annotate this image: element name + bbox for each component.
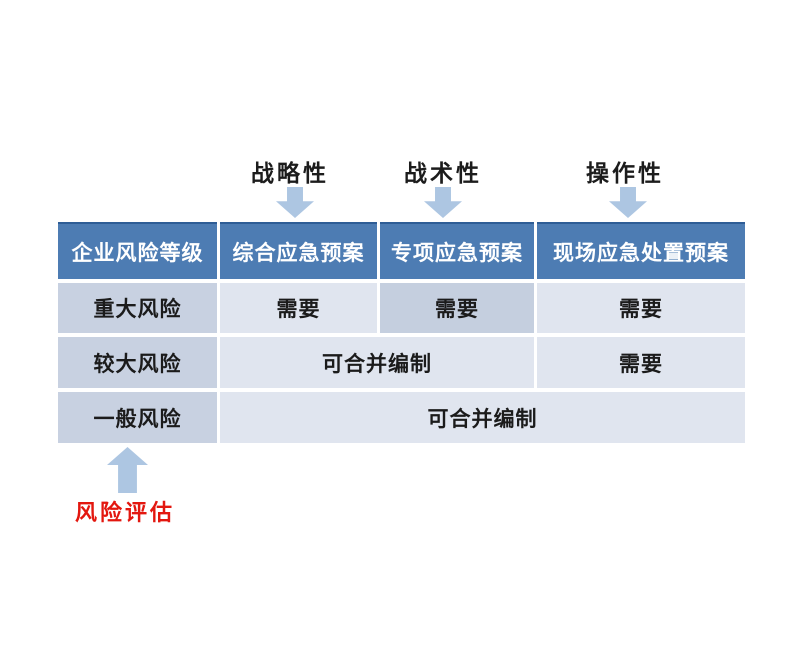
table-cell: 需要 xyxy=(537,337,745,388)
table-cell-merged: 可合并编制 xyxy=(220,337,534,388)
label-tactical: 战术性 xyxy=(404,160,482,187)
table-cell-merged: 可合并编制 xyxy=(220,392,745,443)
risk-level-cell: 一般风险 xyxy=(58,392,217,443)
header-cell-onsite: 现场应急处置预案 xyxy=(537,222,745,279)
risk-level-cell: 较大风险 xyxy=(58,337,217,388)
header-cell-risk-level: 企业风险等级 xyxy=(58,222,217,279)
label-operational: 操作性 xyxy=(586,160,664,187)
table-cell: 需要 xyxy=(220,283,377,333)
header-cell-comprehensive: 综合应急预案 xyxy=(220,222,377,279)
risk-level-cell: 重大风险 xyxy=(58,283,217,333)
down-arrow-icon xyxy=(276,187,314,218)
risk-plan-table: 企业风险等级 综合应急预案 专项应急预案 现场应急处置预案 重大风险 需要 需要… xyxy=(58,222,745,443)
down-arrow-icon xyxy=(609,187,647,218)
up-arrow-icon xyxy=(107,447,148,493)
label-risk-assessment: 风险评估 xyxy=(75,500,176,526)
label-strategic: 战略性 xyxy=(251,160,329,187)
table-cell-highlighted: 需要 xyxy=(380,283,534,333)
table-cell: 需要 xyxy=(537,283,745,333)
down-arrow-icon xyxy=(424,187,462,218)
header-cell-special: 专项应急预案 xyxy=(380,222,534,279)
